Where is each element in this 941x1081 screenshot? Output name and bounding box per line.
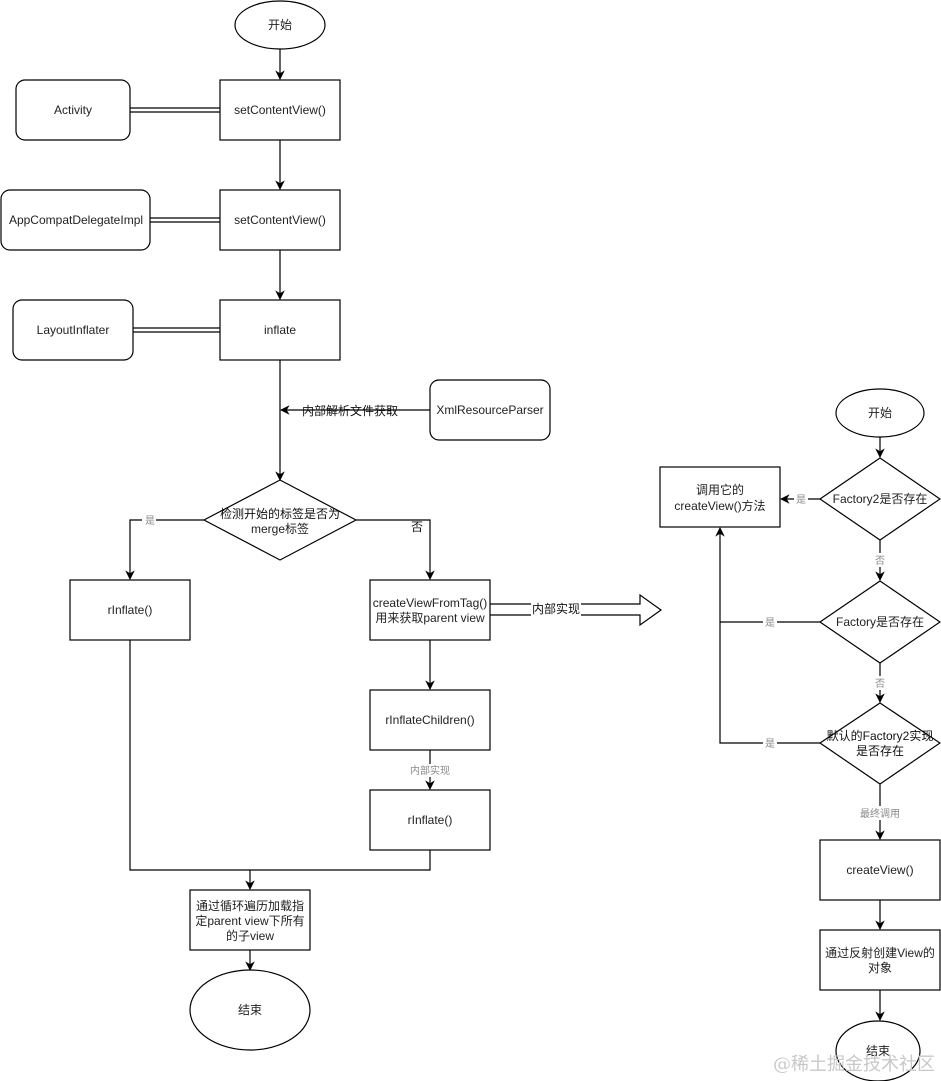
- children-edge-label: 内部实现: [410, 764, 450, 777]
- impl-arrow-label: 内部实现: [532, 601, 580, 616]
- impl-hollow-arrow: [490, 593, 663, 627]
- app-compat-delegate-node: AppCompatDelegateImpl: [0, 189, 151, 251]
- edge-decision-no: [356, 519, 435, 580]
- loop-load-line1: 通过循环遍历加载指: [196, 898, 304, 913]
- create-view-from-tag-node: createViewFromTag() 用来获取parent view: [369, 579, 491, 641]
- set-content-view-1-text: setContentView(): [234, 103, 326, 117]
- edge-rinflate-left-merge: [129, 640, 431, 871]
- right-end-text: 结束: [866, 1044, 890, 1058]
- children-edge-label-bg: [405, 764, 455, 777]
- factory2-yes-bg: [794, 492, 808, 506]
- default-factory2-decision-node: 默认的Factory2实现 是否存在: [818, 702, 941, 785]
- loop-load-line3: 的子view: [226, 928, 274, 943]
- create-view-text: createView(): [846, 863, 913, 877]
- call-create-view-line2: createView()方法: [674, 498, 765, 513]
- factory-decision-node: Factory是否存在: [818, 580, 941, 664]
- decision-yes-label: 是: [145, 515, 155, 527]
- default-factory2-yes-bg: [763, 736, 777, 750]
- factory-decision-text: Factory是否存在: [836, 615, 924, 629]
- reflect-create-node: 通过反射创建View的 对象: [819, 929, 941, 991]
- app-compat-delegate-text: AppCompatDelegateImpl: [9, 213, 143, 227]
- activity-text: Activity: [54, 103, 92, 117]
- factory-no-label: 否: [875, 678, 885, 690]
- parser-edge-label: 内部解析文件获取: [302, 403, 398, 418]
- default-factory2-line2: 是否存在: [856, 744, 904, 758]
- set-content-view-2-text: setContentView(): [234, 213, 326, 227]
- left-end-node: 结束: [189, 969, 311, 1051]
- left-start-node: 开始: [234, 0, 326, 50]
- factory2-no-bg: [873, 553, 887, 567]
- set-content-view-2-node: setContentView(): [219, 189, 341, 251]
- default-factory2-line1: 默认的Factory2实现: [827, 728, 934, 743]
- default-factory2-yes-label: 是: [765, 738, 775, 750]
- loop-load-node: 通过循环遍历加载指 定parent view下所有 的子view: [189, 889, 311, 951]
- right-end-node: 结束: [835, 1020, 921, 1081]
- create-view-from-tag-line1: createViewFromTag(): [373, 596, 487, 610]
- set-content-view-1-node: setContentView(): [219, 79, 341, 141]
- factory-yes-bg: [763, 615, 777, 629]
- right-start-node: 开始: [835, 388, 925, 438]
- factory2-yes-label: 是: [796, 494, 806, 506]
- loop-load-line2: 定parent view下所有: [195, 913, 304, 928]
- left-end-text: 结束: [238, 1003, 262, 1017]
- create-view-node: createView(): [819, 839, 941, 901]
- activity-node: Activity: [15, 79, 131, 141]
- call-create-view-line1: 调用它的: [696, 482, 744, 497]
- xml-resource-parser-text: XmlResourceParser: [436, 403, 543, 417]
- final-call-label-bg: [856, 806, 904, 820]
- decision-no-label: 否: [411, 520, 423, 534]
- watermark-text: @稀土掘金技术社区: [773, 1054, 935, 1075]
- left-start-text: 开始: [268, 18, 292, 32]
- inflate-text: inflate: [264, 323, 296, 337]
- rinflate-children-text: rInflateChildren(): [385, 713, 474, 727]
- xml-resource-parser-node: XmlResourceParser: [429, 379, 551, 441]
- edge-activity-link: [130, 107, 220, 113]
- final-call-label: 最终调用: [860, 807, 900, 820]
- edge-appcompat-link: [150, 217, 220, 223]
- call-create-view-node: 调用它的 createView()方法: [659, 466, 781, 528]
- reflect-create-line2: 对象: [868, 961, 892, 975]
- layout-inflater-node: LayoutInflater: [12, 299, 134, 361]
- inflate-node: inflate: [219, 299, 341, 361]
- factory2-no-label: 否: [875, 555, 885, 567]
- merge-decision-line2: merge标签: [251, 521, 309, 536]
- rinflate-left-text: rInflate(): [108, 603, 153, 617]
- impl-arrow-label-bg: [531, 602, 581, 616]
- merge-decision-line1: 检测开始的标签是否为: [220, 506, 340, 521]
- merge-decision-node: 检测开始的标签是否为 merge标签: [202, 479, 358, 561]
- rinflate-children-node: rInflateChildren(): [369, 689, 491, 751]
- factory-yes-label: 是: [765, 617, 775, 629]
- factory-no-bg: [873, 676, 887, 690]
- yes-label-bg: [142, 512, 156, 526]
- right-start-text: 开始: [868, 406, 892, 420]
- rinflate-right-node: rInflate(): [369, 789, 491, 851]
- edge-decision-yes: [125, 519, 204, 580]
- edge-default-factory2-yes: [715, 527, 820, 744]
- reflect-create-line1: 通过反射创建View的: [825, 945, 935, 960]
- factory2-decision-node: Factory2是否存在: [818, 457, 941, 541]
- layout-inflater-text: LayoutInflater: [37, 323, 110, 337]
- rinflate-right-text: rInflate(): [408, 813, 453, 827]
- edge-layoutinflater-link: [133, 327, 220, 333]
- create-view-from-tag-line2: 用来获取parent view: [375, 611, 485, 625]
- factory2-decision-text: Factory2是否存在: [833, 492, 928, 506]
- rinflate-left-node: rInflate(): [69, 579, 191, 641]
